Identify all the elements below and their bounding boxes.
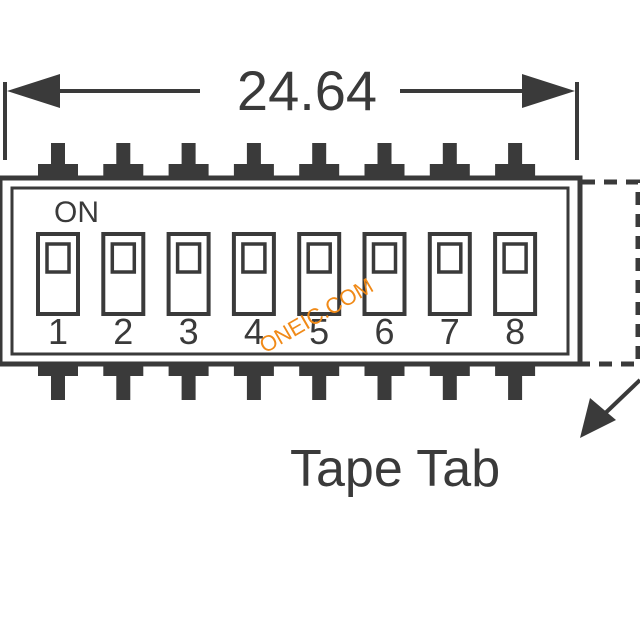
switch-number: 3 [179, 311, 199, 352]
switch-slot [427, 232, 472, 316]
pin-top [429, 143, 470, 178]
switch-slot [231, 232, 276, 316]
switch-7: 7 [427, 232, 472, 352]
switch-actuator [45, 242, 71, 274]
tape-tab-outline [582, 179, 640, 367]
arrowhead-right-icon [522, 74, 575, 108]
switch-2: 2 [101, 232, 146, 352]
pin-top [103, 143, 144, 178]
pin-bottom [429, 364, 470, 400]
pins-bottom [38, 364, 536, 400]
switch-1: 1 [36, 232, 80, 352]
pin-bottom [103, 364, 144, 400]
on-label: ON [54, 196, 99, 229]
switch-4: 4 [231, 232, 276, 352]
tape-tab-label: Tape Tab [290, 440, 500, 498]
pin-top [233, 143, 274, 178]
pin-bottom [299, 364, 340, 400]
switch-actuator [437, 242, 463, 274]
switch-number: 8 [505, 311, 525, 352]
body-outer-outline [0, 175, 583, 367]
switch-3: 3 [166, 232, 211, 352]
pins-top [38, 143, 536, 178]
switch-slot [101, 232, 146, 316]
switch-number: 7 [440, 311, 460, 352]
pin-bottom [495, 364, 536, 400]
switch-number: 2 [113, 311, 133, 352]
pin-bottom [364, 364, 405, 400]
pin-top [38, 143, 78, 178]
pin-top [299, 143, 340, 178]
pin-bottom [233, 364, 274, 400]
dimension-annotation: 24.64 [3, 59, 579, 160]
switch-number: 6 [374, 311, 394, 352]
tape-tab: Tape Tab [290, 179, 640, 498]
switch-8: 8 [493, 232, 538, 352]
switch-actuator [110, 242, 137, 274]
switch-number: 5 [309, 311, 329, 352]
switch-actuators: 1 2 3 4 5 6 7 8 [36, 232, 538, 352]
switch-6: 6 [362, 232, 407, 352]
pin-top [364, 143, 405, 178]
switch-actuator [306, 242, 332, 274]
dimension-value: 24.64 [237, 59, 377, 122]
switch-slot [362, 232, 407, 316]
pin-bottom [168, 364, 209, 400]
switch-number: 4 [244, 311, 264, 352]
switch-actuator [371, 242, 398, 274]
switch-body: ON [0, 175, 583, 367]
body-inner-outline [10, 186, 570, 356]
arrowhead-left-icon [7, 74, 60, 108]
pin-top [495, 143, 536, 178]
switch-number: 1 [48, 311, 68, 352]
pin-top [168, 143, 209, 178]
switch-5: 5 [297, 232, 342, 352]
switch-actuator [502, 242, 528, 274]
switch-actuator [175, 242, 202, 274]
tape-tab-arrow-icon [580, 398, 616, 438]
pin-bottom [38, 364, 78, 400]
switch-actuator [241, 242, 267, 274]
